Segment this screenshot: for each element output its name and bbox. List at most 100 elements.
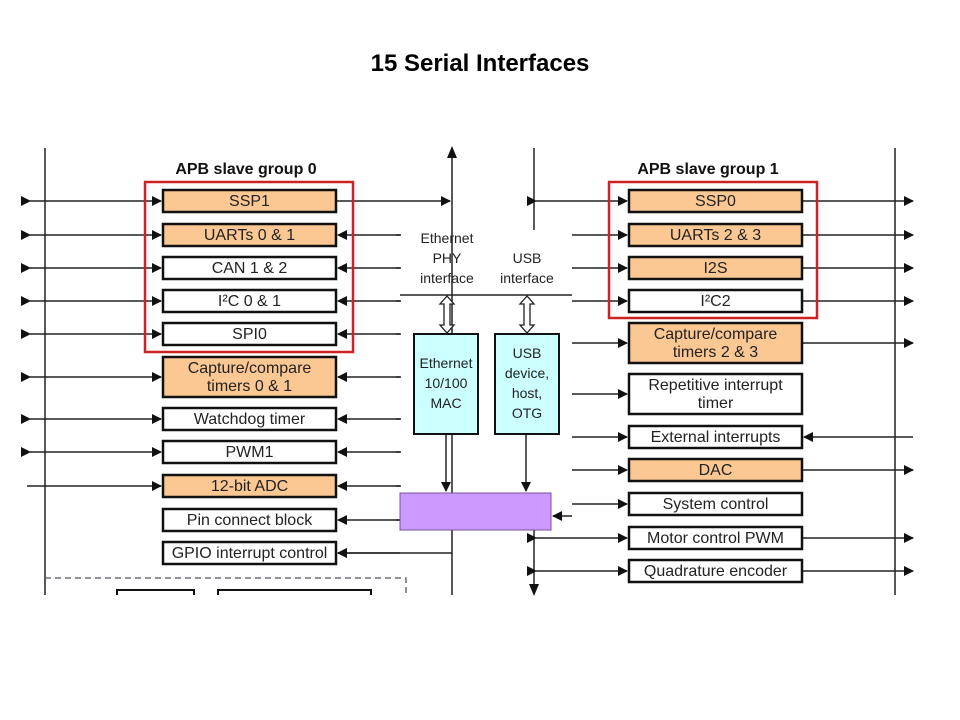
apb1-block-7-box [627,424,804,450]
apb1-block-3-box [627,255,804,281]
apb-group-1-label: APB slave group 1 [637,161,778,178]
text-line: device, [505,365,549,381]
apb1-block-2-box [627,222,804,248]
apb0-block-4-box [161,288,338,314]
apb1-block-4-label: I²C2 [700,293,730,310]
text-line: CAN 1 & 2 [212,260,288,277]
apb0-block-8-label: PWM1 [226,444,274,461]
apb1-block-9-box [627,491,804,517]
text-line: SSP1 [229,193,270,210]
apb0-block-1: SSP1 [161,188,338,214]
text-line: GPIO interrupt control [172,545,328,562]
apb1-block-1: SSP0 [627,188,804,214]
apb1-block-9-label: System control [663,496,769,513]
text-line: Repetitive interrupt [648,377,783,394]
text-line: Watchdog timer [194,411,306,428]
slide-title: 15 Serial Interfaces [370,50,590,77]
text-line: SSP0 [695,193,736,210]
text-line: Capture/compare [188,360,312,377]
apb-group-0-label: APB slave group 0 [175,161,316,178]
text-line: UARTs 2 & 3 [670,227,761,244]
apb1-block-10: Motor control PWM [627,525,804,551]
usb-device-label: USB device, host, OTG [505,345,549,421]
text-line: I²C 0 & 1 [218,293,281,310]
apb0-block-2-box [161,222,338,248]
apb1-block-4: I²C2 [627,288,804,314]
arrowhead-up-icon [447,146,457,158]
apb1-block-10-label: Motor control PWM [647,530,784,547]
dashed-region-border [45,577,407,595]
apb1-block-8-box [627,457,804,483]
highlight-box-group1 [607,180,819,320]
apb1-block-7: External interrupts [627,424,804,450]
text-line: I2S [703,260,727,277]
apb1-block-2: UARTs 2 & 3 [627,222,804,248]
apb0-block-9-label: 12-bit ADC [211,478,288,495]
text-line: External interrupts [651,429,781,446]
text-line: timers 2 & 3 [673,344,758,361]
apb1-block-3: I2S [627,255,804,281]
arrowhead-down-icon [529,584,539,596]
ahb-bridge-block [399,492,552,531]
apb1-block-11: Quadrature encoder [627,558,804,584]
apb0-block-9-box [161,473,338,499]
text-line: Motor control PWM [647,530,784,547]
highlight-box-group0 [143,180,355,354]
apb1-block-5-box [627,321,804,365]
partial-block-right [217,589,372,595]
apb0-block-11-label: GPIO interrupt control [172,545,328,562]
apb1-block-9: System control [627,491,804,517]
apb0-block-2-label: UARTs 0 & 1 [204,227,295,244]
apb0-block-1-box [161,188,338,214]
apb1-block-8: DAC [627,457,804,483]
usb-device-box [494,333,560,435]
apb0-block-7-label: Watchdog timer [194,411,306,428]
apb0-block-3-label: CAN 1 & 2 [212,260,288,277]
text-line: timer [698,395,734,412]
text-line: Quadrature encoder [644,563,788,580]
apb0-block-8-box [161,439,338,465]
text-line: PHY [433,250,462,266]
apb0-block-10: Pin connect block [161,507,338,533]
apb1-block-7-label: External interrupts [651,429,781,446]
apb1-block-3-label: I2S [703,260,727,277]
apb0-block-10-label: Pin connect block [187,512,313,529]
apb0-block-11: GPIO interrupt control [161,540,338,566]
apb1-block-11-box [627,558,804,584]
partial-block-left [116,589,195,595]
text-line: PWM1 [226,444,274,461]
text-line: interface [500,270,554,286]
apb1-block-4-box [627,288,804,314]
text-line: USB [513,345,542,361]
apb0-block-8: PWM1 [161,439,338,465]
usb-bidirectional-arrow-icon [518,295,536,334]
text-line: Pin connect block [187,512,313,529]
text-line: host, [512,385,542,401]
text-line: MAC [430,395,461,411]
text-line: interface [420,270,474,286]
text-line: Capture/compare [654,326,778,343]
apb1-block-1-label: SSP0 [695,193,736,210]
apb1-block-6-box [627,372,804,416]
text-line: UARTs 0 & 1 [204,227,295,244]
text-line: DAC [699,462,733,479]
apb0-block-6-box [161,355,338,399]
text-line: 12-bit ADC [211,478,288,495]
apb1-block-10-box [627,525,804,551]
apb0-block-5: SPI0 [161,321,338,347]
ethernet-mac-box [413,333,479,435]
text-line: timers 0 & 1 [207,378,292,395]
apb0-block-4: I²C 0 & 1 [161,288,338,314]
apb0-block-4-label: I²C 0 & 1 [218,293,281,310]
apb0-block-9: 12-bit ADC [161,473,338,499]
text-line: 10/100 [425,375,468,391]
text-line: OTG [512,405,542,421]
apb1-block-2-label: UARTs 2 & 3 [670,227,761,244]
apb1-block-8-label: DAC [699,462,733,479]
